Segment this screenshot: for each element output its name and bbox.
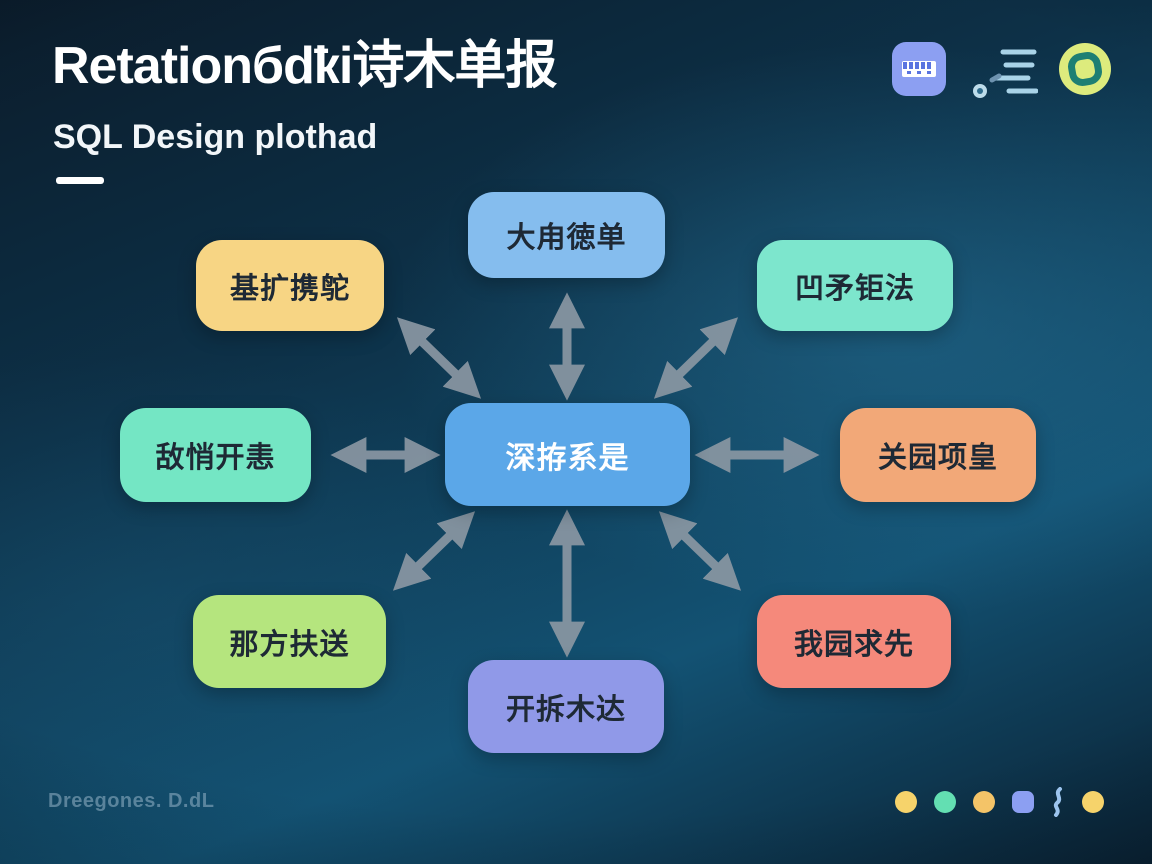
diagram-node-right[interactable]: 关园项皇	[840, 408, 1036, 502]
ring-badge-icon[interactable]	[1058, 42, 1112, 101]
dot-circle-4	[1082, 791, 1104, 813]
arrow-center-top-right	[653, 317, 739, 399]
diagram-node-left[interactable]: 敌悄开恚	[120, 408, 311, 502]
diagram-node-top-right[interactable]: 凹矛钜法	[757, 240, 953, 331]
list-lines-icon[interactable]	[966, 42, 1039, 109]
diagram-node-center[interactable]: 深拵系是	[445, 403, 690, 506]
diagram-node-top[interactable]: 大甪徳单	[468, 192, 665, 278]
header-icons	[892, 42, 1112, 109]
arrow-center-top-left	[396, 317, 482, 399]
table-app-icon[interactable]	[892, 42, 946, 101]
watermark: Dreegones. D.dL	[48, 790, 215, 812]
footer-dots	[895, 787, 1104, 817]
page-subtitle: SQL Design plothad	[53, 118, 378, 156]
diagram-node-bottom-right[interactable]: 我园求先	[757, 595, 951, 688]
dot-square	[1012, 791, 1034, 813]
title-underline	[56, 177, 104, 184]
arrow-center-bottom-left	[392, 511, 476, 591]
diagram-node-bottom[interactable]: 开拆木达	[468, 660, 664, 753]
arrow-center-bottom-right	[658, 511, 742, 591]
page-title: Retationбdҟi诗木单报	[52, 37, 557, 95]
squiggle-icon	[1051, 787, 1065, 817]
dot-circle-2	[934, 791, 956, 813]
dot-circle-3	[973, 791, 995, 813]
diagram-node-top-left[interactable]: 基扩携鸵	[196, 240, 384, 331]
diagram-node-bottom-left[interactable]: 那方扶送	[193, 595, 386, 688]
dot-circle-1	[895, 791, 917, 813]
